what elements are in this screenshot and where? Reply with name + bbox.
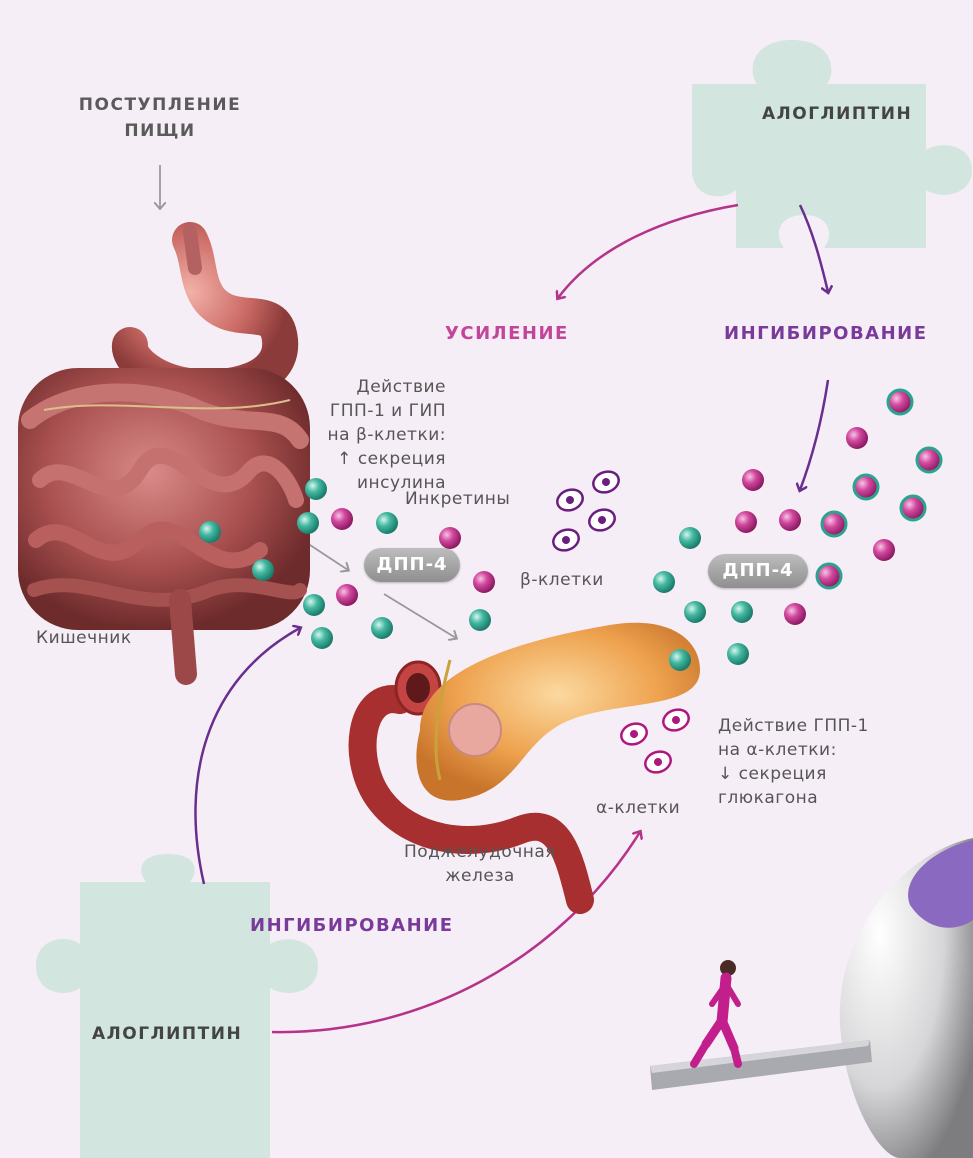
teal-molecule <box>311 627 333 649</box>
dpp4-enzyme-left: ДПП-4 <box>364 548 460 582</box>
beta-cell <box>554 486 585 514</box>
pancreas-label: Поджелудочная железа <box>380 840 580 888</box>
alpha-cell <box>642 748 673 776</box>
alogliptin-label-bottom: АЛОГЛИПТИН <box>92 1024 242 1044</box>
inhibition-label-top: ИНГИБИРОВАНИЕ <box>724 322 928 346</box>
alpha-cell <box>660 706 691 734</box>
bound-pink-molecule <box>817 564 841 588</box>
pink-molecule <box>779 509 801 531</box>
beta-cell <box>586 506 617 534</box>
pink-molecule <box>784 603 806 625</box>
pink-molecule <box>846 427 868 449</box>
teal-molecule <box>653 571 675 593</box>
puzzle-piece-bottom <box>36 854 318 1158</box>
runner-figure <box>694 960 738 1064</box>
bound-pink-molecule <box>901 496 925 520</box>
stomach-illustration <box>130 232 280 387</box>
alpha-cell <box>618 720 649 748</box>
bound-pink-molecule <box>854 475 878 499</box>
beta-cell <box>550 526 581 554</box>
beta-cells-label: β-клетки <box>520 568 604 592</box>
beta-cells <box>550 468 621 554</box>
intestine-label: Кишечник <box>36 626 132 650</box>
teal-molecule <box>731 601 753 623</box>
right-molecules <box>653 390 941 671</box>
pink-molecule <box>336 584 358 606</box>
alpha-cells-label: α-клетки <box>596 796 680 820</box>
glp-gip-action-text: Действие ГПП-1 и ГИП на β-клетки: ↑ секр… <box>300 375 446 495</box>
beta-cell <box>590 468 621 496</box>
treadmill-illustration <box>650 838 973 1158</box>
bound-pink-molecule <box>888 390 912 414</box>
teal-molecule <box>303 594 325 616</box>
dpp4-enzyme-right: ДПП-4 <box>708 554 808 588</box>
puzzle-piece-top <box>692 40 972 248</box>
pink-molecule <box>331 508 353 530</box>
teal-molecule <box>376 512 398 534</box>
alpha-cells <box>618 706 691 776</box>
alogliptin-label-top: АЛОГЛИПТИН <box>762 104 912 124</box>
inhibition-label-bottom: ИНГИБИРОВАНИЕ <box>250 914 454 938</box>
glp1-action-text: Действие ГПП-1 на α-клетки: ↓ секреция г… <box>718 714 918 810</box>
pink-molecule <box>742 469 764 491</box>
bound-pink-molecule <box>822 512 846 536</box>
food-intake-label: ПОСТУПЛЕНИЕ ПИЩИ <box>40 92 280 144</box>
enhancement-arrow <box>558 205 738 298</box>
inhibition-arrow-top-2 <box>800 380 828 490</box>
teal-molecule <box>252 559 274 581</box>
incretins-label: Инкретины <box>405 487 510 511</box>
pink-molecule <box>473 571 495 593</box>
pink-molecule <box>439 527 461 549</box>
pink-molecule <box>735 511 757 533</box>
teal-molecule <box>669 649 691 671</box>
teal-molecule <box>684 601 706 623</box>
enhancement-label: УСИЛЕНИЕ <box>445 322 569 346</box>
teal-molecule <box>371 617 393 639</box>
teal-molecule <box>199 521 221 543</box>
teal-molecule <box>727 643 749 665</box>
pink-molecule <box>873 539 895 561</box>
teal-molecule <box>679 527 701 549</box>
teal-molecule <box>469 609 491 631</box>
teal-molecule <box>297 512 319 534</box>
dpp4-to-pancreas-arrow <box>384 594 456 638</box>
bound-pink-molecule <box>917 448 941 472</box>
inhibition-arrow-left <box>195 628 300 884</box>
